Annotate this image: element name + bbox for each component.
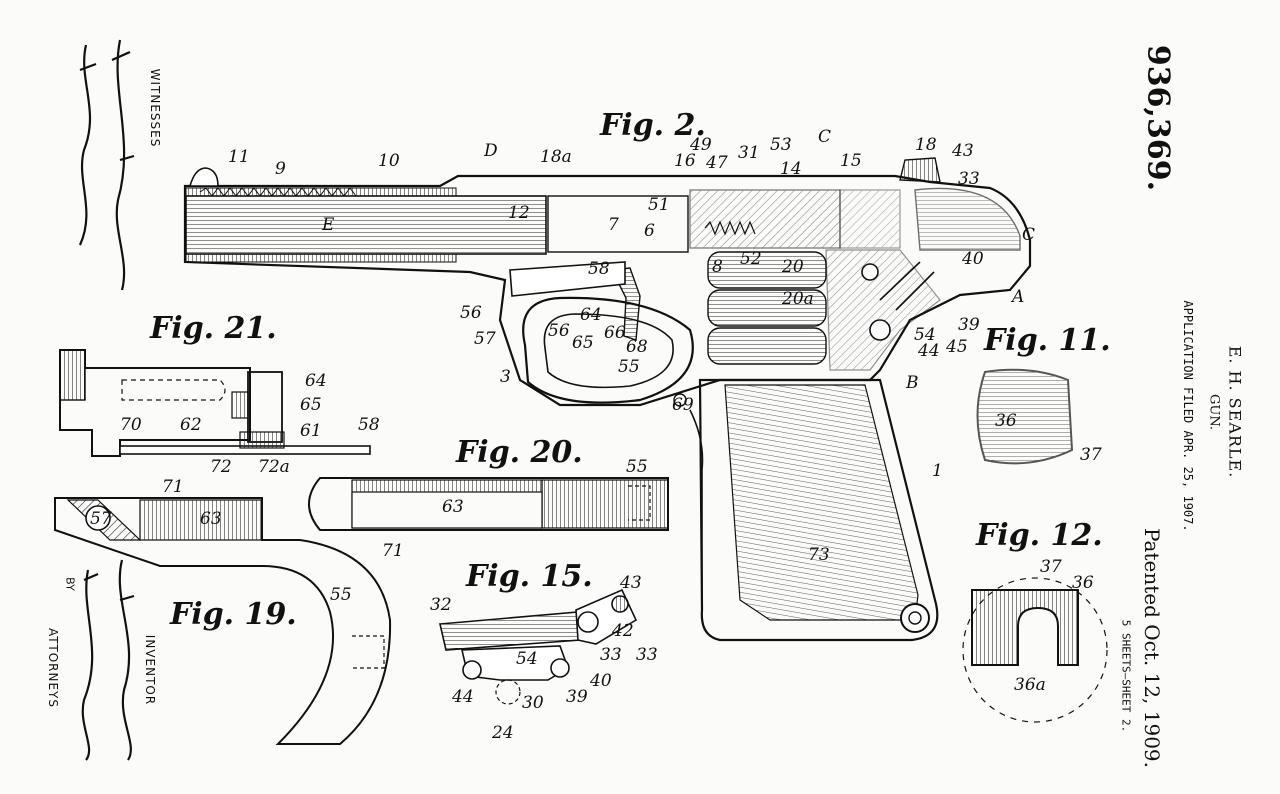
fig19-ref-57: 57	[90, 509, 112, 529]
fig21-ref-61: 61	[300, 421, 322, 441]
fig2-ref-43: 43	[951, 141, 974, 161]
figure-11: Fig. 11. 36 37	[976, 323, 1111, 465]
fig2-ref-44: 44	[917, 341, 940, 361]
fig21-ref-58: 58	[358, 415, 380, 435]
fig2-ref-15: 15	[840, 151, 862, 171]
fig2-ref-73: 73	[808, 545, 830, 565]
fig11-ref-37: 37	[1080, 445, 1102, 465]
fig2-ref-55: 55	[618, 357, 640, 377]
fig20-ref-55: 55	[626, 457, 648, 477]
fig20-title: Fig. 20.	[455, 435, 583, 470]
fig2-ref-39: 39	[958, 315, 980, 335]
fig21-ref-72: 72	[210, 457, 232, 477]
fig2-ref-D: D	[483, 141, 498, 161]
fig2-ref-53: 53	[770, 135, 792, 155]
fig21-title: Fig. 21.	[149, 311, 277, 346]
fig2-ref-65: 65	[572, 333, 594, 353]
figure-2-pistol	[183, 157, 1032, 642]
fig2-ref-20: 20	[781, 257, 804, 277]
fig2-ref-40: 40	[961, 249, 984, 269]
fig2-ref-54: 54	[914, 325, 936, 345]
fig2-ref-B: B	[905, 373, 919, 393]
figure-21: Fig. 21. 64 65 70 62 61 58 72 72a	[59, 311, 380, 477]
fig15-ref-44: 44	[451, 687, 474, 707]
fig19-ref-63: 63	[200, 509, 222, 529]
fig2-ref-31: 31	[738, 143, 760, 163]
fig2-ref-18: 18	[915, 135, 937, 155]
fig2-ref-49: 49	[689, 135, 712, 155]
fig2-ref-9: 9	[275, 159, 286, 179]
fig15-ref-43: 43	[619, 573, 642, 593]
figure-15: Fig. 15. 32 43 42 33 33 54 44 30 39 40 2…	[430, 559, 658, 743]
fig20-ref-63: 63	[442, 497, 464, 517]
fig2-ref-33: 33	[958, 169, 980, 189]
fig2-ref-69: 69	[672, 395, 694, 415]
fig20-ref-71: 71	[382, 541, 404, 561]
fig2-ref-1: 1	[932, 461, 943, 481]
fig19-ref-71: 71	[162, 477, 184, 497]
fig2-ref-3: 3	[500, 367, 511, 387]
fig12-title: Fig. 12.	[975, 518, 1103, 553]
fig2-ref-16: 16	[674, 151, 696, 171]
fig2-ref-20a: 20a	[781, 289, 814, 309]
fig15-ref-54: 54	[516, 649, 538, 669]
fig15-ref-32: 32	[430, 595, 452, 615]
fig19-title: Fig. 19.	[169, 597, 297, 632]
fig15-ref-33b: 33	[636, 645, 658, 665]
fig2-ref-14: 14	[780, 159, 802, 179]
fig2-ref-52: 52	[740, 249, 762, 269]
fig2-ref-A: A	[1010, 287, 1024, 307]
fig21-ref-70: 70	[120, 415, 142, 435]
fig15-ref-42: 42	[611, 621, 634, 641]
fig21-ref-72a: 72a	[258, 457, 290, 477]
fig15-ref-30: 30	[522, 693, 544, 713]
fig2-ref-18a: 18a	[540, 147, 572, 167]
fig15-ref-39: 39	[566, 687, 588, 707]
fig2-ref-7: 7	[608, 215, 619, 235]
fig12-ref-36: 36	[1072, 573, 1094, 593]
fig2-ref-56: 56	[548, 321, 570, 341]
fig2-ref-66: 66	[604, 323, 626, 343]
fig21-ref-64: 64	[305, 371, 327, 391]
fig11-ref-36: 36	[995, 411, 1017, 431]
fig2-ref-64: 64	[580, 305, 602, 325]
figure-19: Fig. 19. 71 63 57 55	[54, 477, 392, 745]
fig11-title: Fig. 11.	[983, 323, 1111, 358]
fig2-ref-68: 68	[626, 337, 648, 357]
fig19-ref-55: 55	[330, 585, 352, 605]
fig2-ref-6: 6	[644, 221, 655, 241]
fig15-ref-24: 24	[491, 723, 514, 743]
fig15-ref-33a: 33	[600, 645, 622, 665]
fig12-ref-36a: 36a	[1014, 675, 1046, 695]
fig2-ref-57: 57	[474, 329, 496, 349]
fig2-ref-51: 51	[648, 195, 670, 215]
fig2-ref-11: 11	[228, 147, 250, 167]
fig2-ref-E: E	[321, 215, 335, 235]
fig15-title: Fig. 15.	[465, 559, 593, 594]
inventor-attorney-signatures	[81, 559, 135, 761]
witness-signatures	[78, 39, 135, 291]
fig12-ref-37: 37	[1040, 557, 1062, 577]
fig2-ref-C-right: C	[1022, 225, 1035, 245]
figure-2-labels: Fig. 2. 11 9 10 D 18a C 16 49 47 31 53 1…	[228, 108, 1035, 565]
fig21-ref-62: 62	[180, 415, 202, 435]
fig2-ref-10: 10	[378, 151, 400, 171]
fig15-ref-40: 40	[589, 671, 612, 691]
fig2-title: Fig. 2.	[599, 108, 706, 143]
figure-20: Fig. 20. 55 63 71	[308, 435, 669, 561]
fig2-ref-45: 45	[945, 337, 968, 357]
fig2-ref-56-left: 56	[460, 303, 482, 323]
fig2-ref-12: 12	[508, 203, 530, 223]
fig2-ref-47: 47	[705, 153, 728, 173]
fig2-ref-58: 58	[588, 259, 610, 279]
figure-12: Fig. 12. 37 36 36a	[962, 518, 1108, 723]
fig2-ref-8: 8	[712, 257, 723, 277]
fig21-ref-65: 65	[300, 395, 322, 415]
fig2-ref-C-top: C	[818, 127, 831, 147]
